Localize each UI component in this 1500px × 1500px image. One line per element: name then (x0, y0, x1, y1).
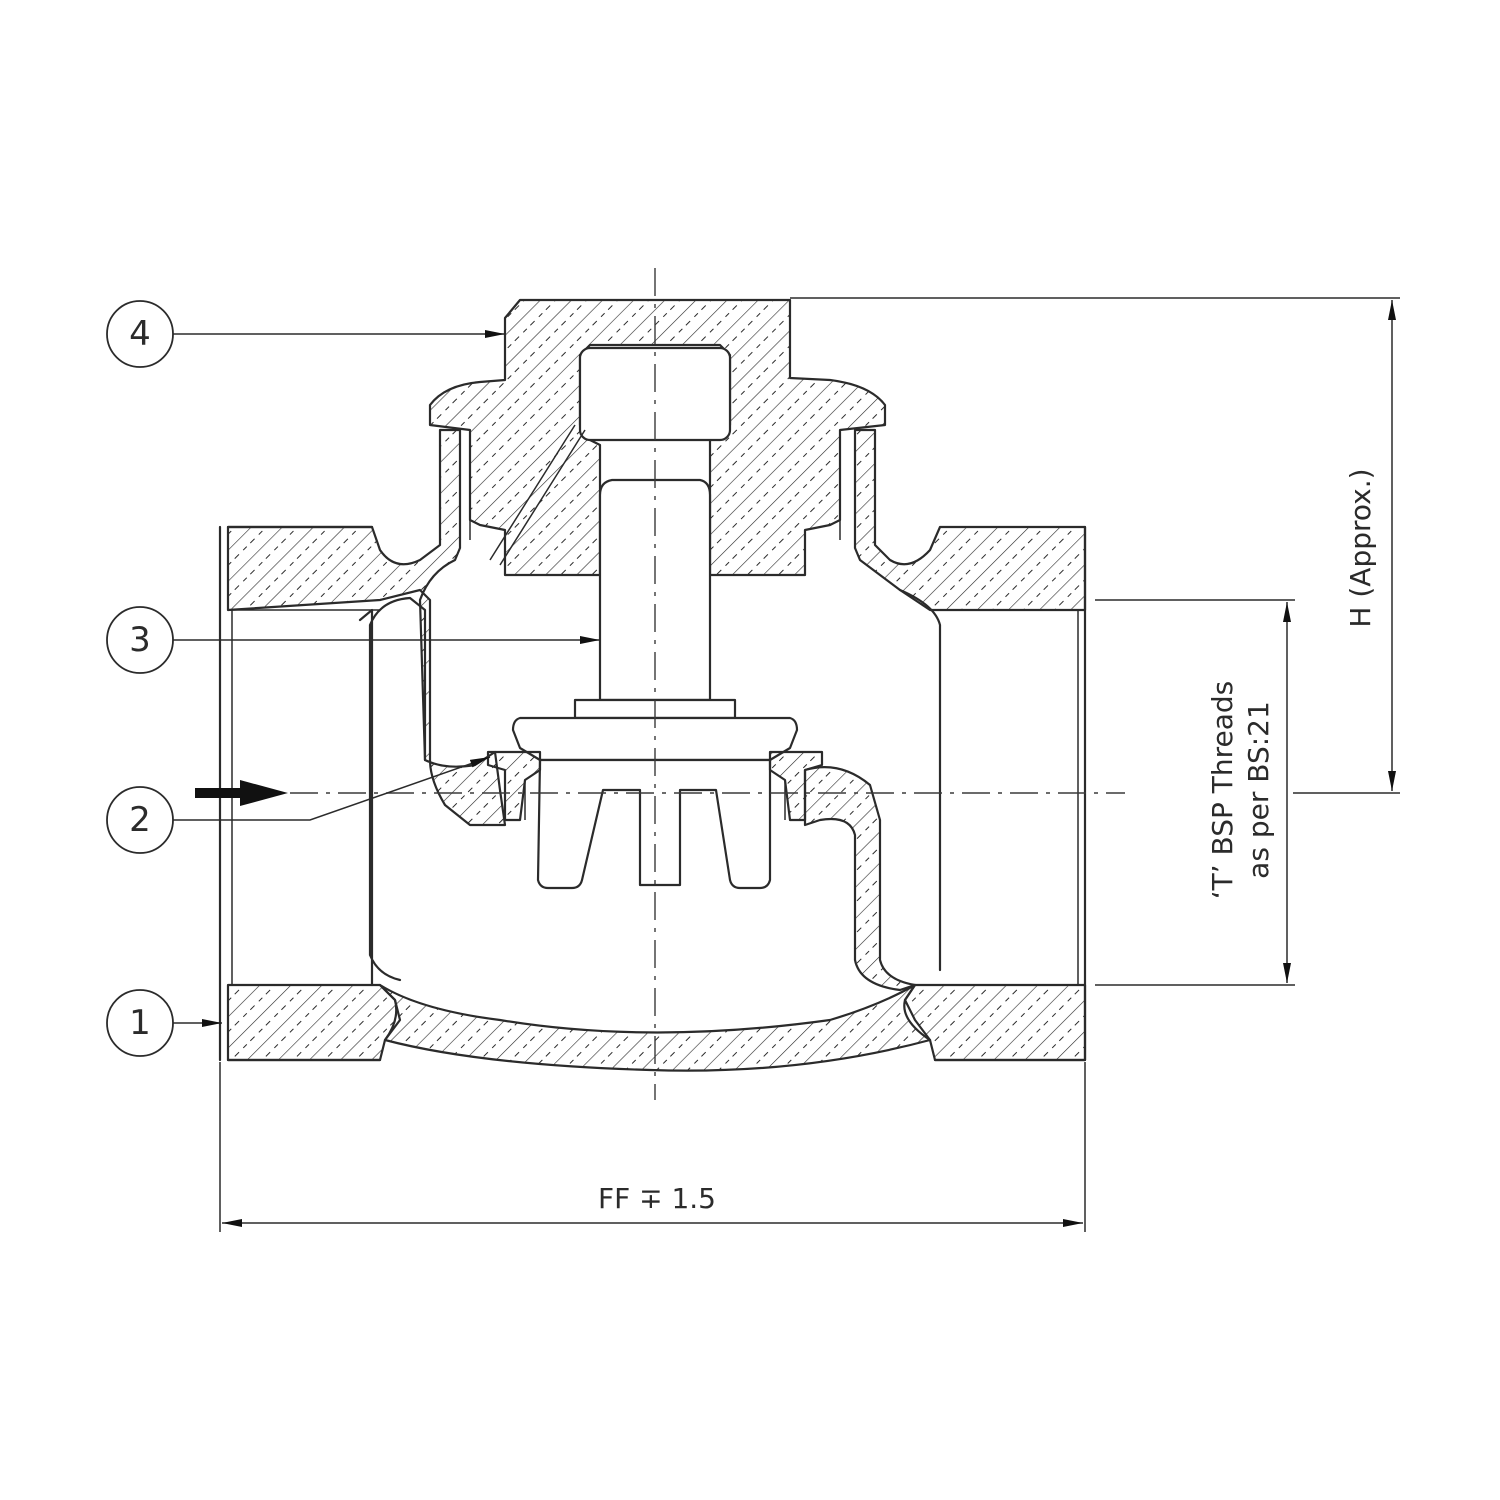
callout-2: 2 (106, 756, 491, 854)
dimension-height: H (Approx.) (790, 297, 1400, 794)
valve-body (218, 428, 1087, 1072)
callout-number: 2 (129, 800, 151, 840)
dimension-face-to-face: FF ∓ 1.5 (219, 1062, 1086, 1232)
seat-ring-right (768, 750, 824, 822)
body-right-partition (803, 766, 917, 992)
body-inner-chamber (358, 588, 942, 987)
callout-3: 3 (106, 606, 600, 674)
seat-ring (486, 750, 824, 822)
bonnet-body (428, 298, 887, 577)
callout-4: 4 (106, 300, 505, 368)
dimension-label-line2: as per BS:21 (1242, 701, 1275, 879)
callout-number: 4 (129, 314, 151, 354)
bonnet (428, 298, 887, 577)
seat-ring-left (486, 750, 542, 822)
disc-guide-fingers (536, 758, 772, 890)
body-left-lower-wall (226, 983, 402, 1062)
body-right-lower-wall (903, 983, 1087, 1062)
bonnet-vent-hole (489, 424, 586, 566)
callout-number: 3 (129, 620, 151, 660)
body-right-upper-wall (853, 428, 1087, 612)
dimension-thread: ‘T’ BSP Threads as per BS:21 (1095, 599, 1295, 986)
callout-number: 1 (129, 1003, 151, 1043)
flow-direction-arrow (195, 780, 288, 806)
dimension-label: FF ∓ 1.5 (598, 1182, 716, 1215)
leader-line (173, 756, 491, 821)
callout-1: 1 (106, 989, 222, 1057)
dimension-label-line1: ‘T’ BSP Threads (1206, 681, 1239, 900)
dimension-label: H (Approx.) (1344, 468, 1377, 627)
body-bottom-bowl (378, 983, 932, 1072)
